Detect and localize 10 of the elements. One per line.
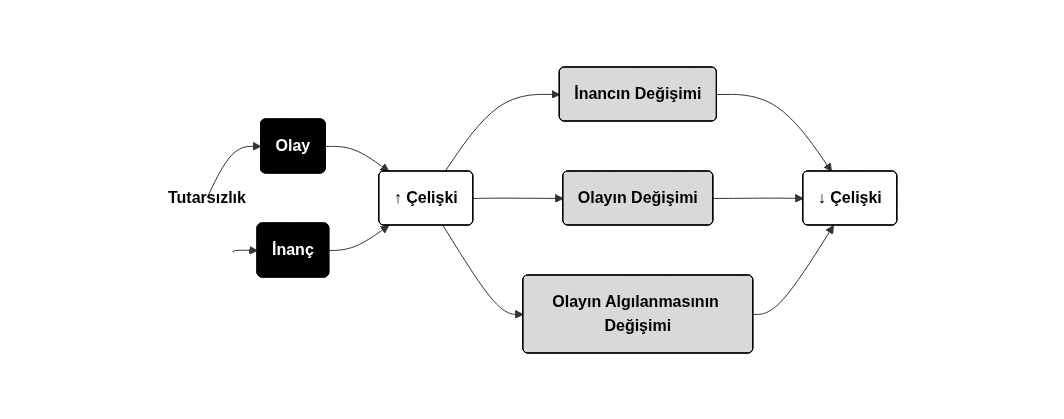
- arrow: [444, 89, 560, 172]
- arrow: [328, 224, 389, 251]
- arrow: [715, 93, 832, 172]
- arrow: [442, 224, 524, 319]
- arrow: [324, 145, 389, 172]
- arrow: [752, 224, 834, 315]
- node-text: Tutarsızlık: [167, 188, 246, 206]
- arrow: [712, 193, 804, 203]
- arrow: [472, 193, 564, 203]
- arrow: [232, 245, 258, 255]
